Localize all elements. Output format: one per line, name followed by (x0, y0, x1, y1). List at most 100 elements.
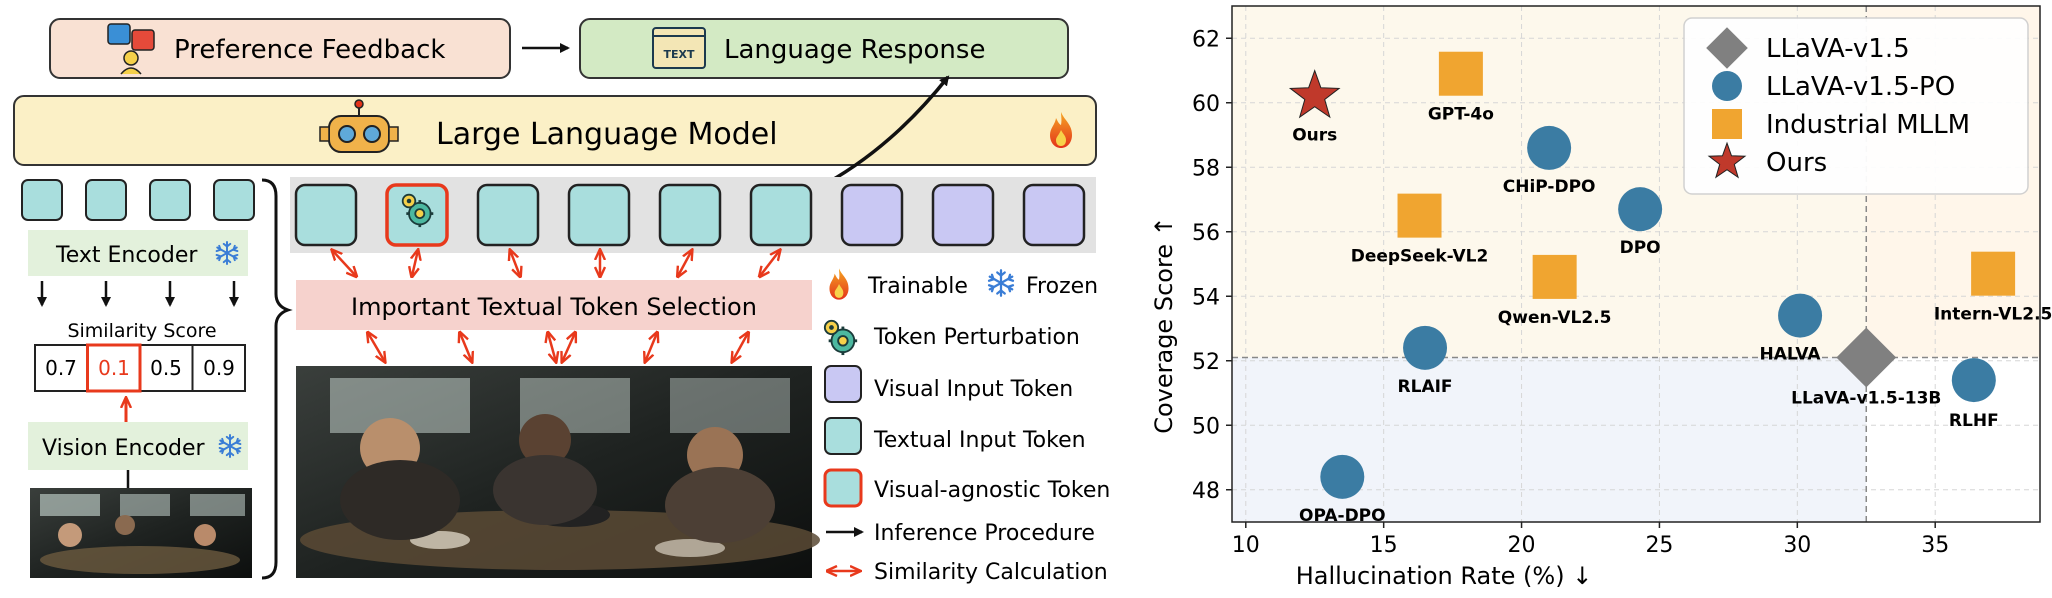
score-cell: 0.5 (150, 356, 182, 380)
x-tick-label: 15 (1370, 533, 1398, 558)
data-point (1951, 358, 1996, 403)
visual-token (1022, 183, 1086, 247)
textual-token (294, 183, 358, 247)
legend-label: LLaVA-v1.5 (1766, 34, 1910, 64)
legend-inference-procedure: Inference Procedure (874, 521, 1095, 546)
data-point (1532, 254, 1577, 299)
y-tick-label: 58 (1192, 156, 1220, 181)
point-label: OPA-DPO (1299, 506, 1386, 526)
data-point (1438, 51, 1483, 96)
text-encoder-label: Text Encoder (55, 243, 198, 268)
point-label: HALVA (1760, 345, 1822, 365)
data-point (1527, 125, 1572, 170)
legend-label: Ours (1766, 148, 1827, 178)
legend-token-perturbation: Token Perturbation (873, 325, 1080, 350)
data-point (1397, 193, 1442, 238)
token-perturbation-legend-icon (823, 319, 859, 356)
visual-token (931, 183, 995, 247)
legend-label: Industrial MLLM (1766, 110, 1970, 140)
similarity-arrows-lower (368, 333, 748, 362)
textual-token (476, 183, 540, 247)
vision-encoder-box (28, 422, 248, 470)
score-cell: 0.7 (45, 356, 77, 380)
curly-brace (261, 178, 293, 580)
y-tick-label: 62 (1192, 27, 1220, 52)
legend-marker (1712, 71, 1742, 101)
y-axis-label: Coverage Score ↑ (1150, 216, 1178, 434)
legend-marker (1712, 109, 1742, 139)
legend-marker (1706, 27, 1748, 69)
legend-trainable: Trainable (867, 274, 968, 299)
token-sequence (294, 183, 1086, 247)
point-label: Intern-VL2.5 (1934, 305, 2052, 325)
legend-box (1683, 17, 2029, 195)
data-point (1971, 251, 2016, 296)
score-cell: 0.9 (203, 356, 235, 380)
input-image-large (296, 366, 820, 578)
point-label: Ours (1292, 125, 1337, 145)
x-tick-label: 25 (1645, 533, 1673, 558)
textual-token (213, 179, 255, 221)
point-label: CHiP-DPO (1503, 177, 1596, 197)
similarity-score-table: 0.7 0.1 0.5 0.9 (34, 343, 246, 393)
point-label: DPO (1620, 238, 1661, 258)
x-tick-label: 35 (1921, 533, 1949, 558)
data-point (1618, 187, 1663, 232)
point-labels: LLaVA-v1.5-13B CHiP-DPO DPO HALVA RLHF RLAIF O… (1292, 105, 2052, 526)
robot-icon (319, 99, 399, 153)
legend-marker (1707, 141, 1747, 179)
text-icon-label: TEXT (663, 48, 694, 61)
llm-label: Large Language Model (436, 117, 778, 152)
point-label: RLAIF (1398, 377, 1453, 397)
textual-token (149, 179, 191, 221)
textual-token (658, 183, 722, 247)
chart-axes (1231, 5, 2041, 523)
legend-frozen: Frozen (1026, 274, 1098, 299)
textual-token (21, 179, 63, 221)
x-tick-label: 20 (1508, 533, 1536, 558)
preference-feedback-label: Preference Feedback (174, 35, 445, 65)
legend-textual-input-token: Textual Input Token (873, 428, 1086, 453)
y-tick-label: 50 (1192, 414, 1220, 439)
important-token-selection-label: Important Textual Token Selection (351, 293, 757, 321)
visual-token-legend-swatch (824, 365, 862, 403)
visual-agnostic-legend-swatch (823, 468, 863, 508)
legend-visual-agnostic-token: Visual-agnostic Token (874, 478, 1110, 503)
important-token-selection-box (296, 280, 812, 330)
text-token-group (21, 179, 255, 221)
lowest-score-highlight (86, 343, 142, 393)
y-tick-label: 60 (1192, 92, 1220, 117)
trainable-legend-icon (829, 268, 849, 300)
visual-token (840, 183, 904, 247)
point-label: DeepSeek-VL2 (1351, 247, 1489, 267)
y-tick-label: 56 (1192, 221, 1220, 246)
vision-encoder-label: Vision Encoder (42, 436, 206, 461)
text-encoder-box (28, 230, 248, 276)
textual-token (567, 183, 631, 247)
text-window-icon: TEXT (652, 27, 706, 69)
y-tick-label: 54 (1192, 285, 1220, 310)
language-response-label: Language Response (724, 35, 985, 65)
input-image-thumbnail (30, 488, 252, 578)
y-tick-label: 48 (1192, 479, 1220, 504)
textual-token-legend-swatch (824, 417, 862, 455)
point-label: GPT-4o (1428, 105, 1494, 125)
diagram-legend: Trainable Frozen Token Perturbation Visu… (823, 268, 1110, 585)
llm-box (13, 95, 1097, 166)
similarity-arrows-upper (332, 250, 780, 276)
preference-feedback-box (49, 18, 511, 79)
data-point (1320, 454, 1365, 499)
point-label: RLHF (1949, 411, 1999, 431)
legend-visual-input-token: Visual Input Token (874, 377, 1073, 402)
point-label: LLaVA-v1.5-13B (1791, 389, 1941, 409)
plot-frame (1231, 5, 2041, 523)
point-label: Qwen-VL2.5 (1498, 308, 1612, 328)
legend-label: LLaVA-v1.5-PO (1766, 72, 1955, 102)
score-cell: 0.1 (98, 356, 130, 380)
data-point (1403, 325, 1448, 370)
data-points (1288, 51, 2016, 499)
